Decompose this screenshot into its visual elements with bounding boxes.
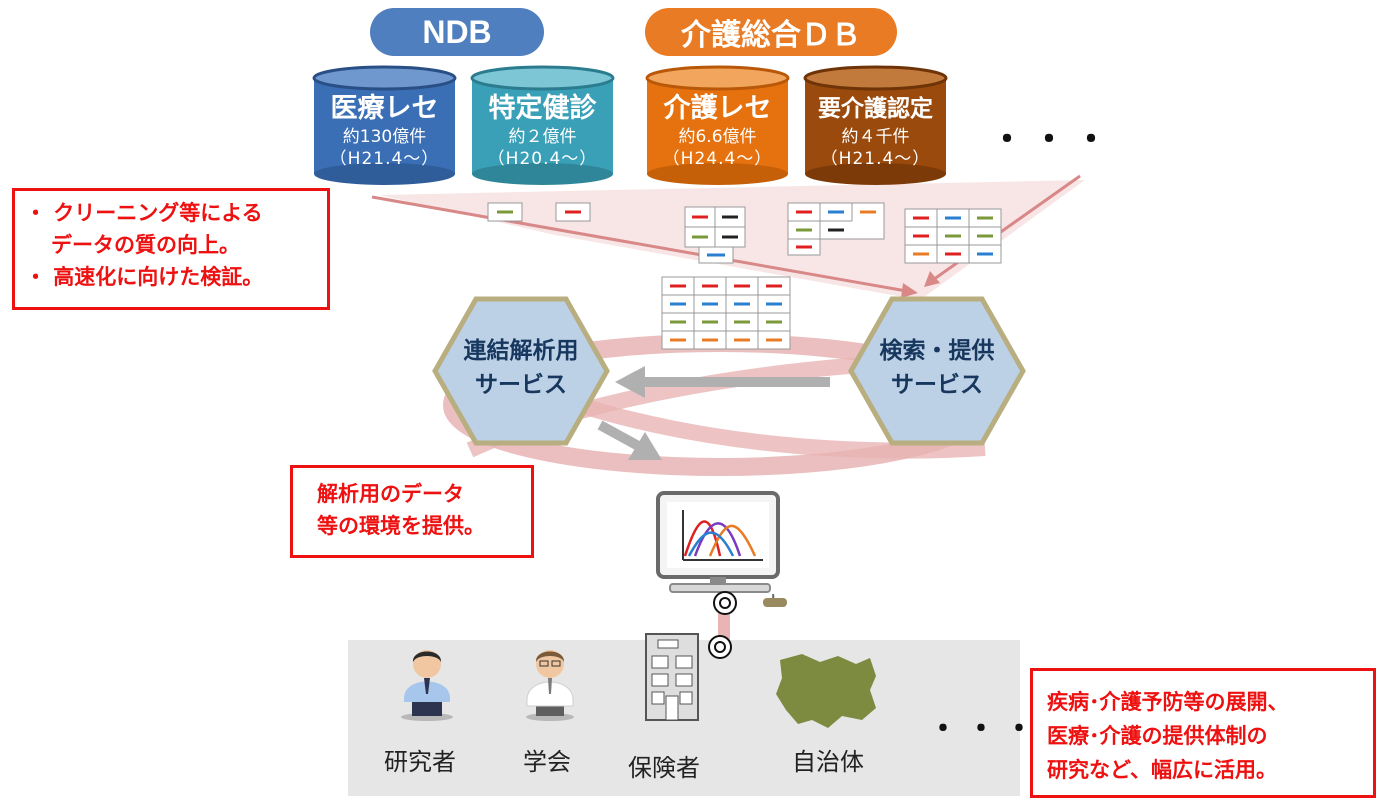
data-records (487, 202, 1002, 350)
map-icon (776, 654, 876, 728)
more-users: ・・・ (928, 712, 1042, 747)
db-name: 特定健診 (488, 93, 597, 124)
integrated-table-icon (661, 276, 791, 350)
note-line: 解析用のデータ (317, 482, 464, 506)
table-icon (787, 202, 885, 256)
note-line: 疾病･介護予防等の展開、 (1047, 690, 1289, 714)
note-line: 研究など、幅広に活用。 (1047, 758, 1277, 782)
usage-note: 疾病･介護予防等の展開、 医療･介護の提供体制の 研究など、幅広に活用。 (1030, 668, 1376, 798)
db-name: 介護レセ (663, 93, 772, 124)
cylinder-icon (645, 65, 790, 185)
note-line: 医療･介護の提供体制の (1047, 724, 1268, 748)
db-period: （H20.4～） (487, 149, 598, 169)
linked-analysis-service: 連結解析用 サービス (432, 296, 610, 446)
connector-icon (708, 635, 732, 659)
care-certification-db: 要介護認定 約４千件 （H21.4～） (803, 64, 948, 186)
hexagon-shape (432, 296, 610, 446)
hexagon-shape (848, 296, 1026, 446)
medical-receipt-db: 医療レセ 約130億件 （H21.4～） (312, 64, 457, 186)
building-icon (645, 633, 699, 721)
db-count: 約6.6億件 (678, 127, 757, 147)
db-count: 約130億件 (342, 127, 427, 147)
researcher-icon (401, 650, 453, 721)
db-period: （H24.4～） (662, 149, 773, 169)
user-label-municipality: 自治体 (792, 748, 864, 776)
db-name: 医療レセ (330, 93, 439, 124)
db-name: 要介護認定 (818, 96, 933, 122)
db-period: （H21.4～） (820, 149, 931, 169)
table-icon (904, 208, 1002, 264)
search-provide-service: 検索・提供 サービス (848, 296, 1026, 446)
environment-note: 解析用のデータ 等の環境を提供。 (290, 465, 534, 558)
note-line: ・ 高速化に向けた検証。 (25, 265, 264, 289)
monitor-icon (656, 491, 787, 615)
doctor-icon (526, 650, 574, 721)
note-line: ・ クリーニング等による (25, 201, 263, 225)
service-label: 連結解析用 (463, 338, 579, 364)
cylinder-icon (470, 65, 615, 185)
table-icon (684, 206, 746, 264)
note-line: データの質の向上。 (51, 233, 240, 257)
cylinder-icon (312, 65, 457, 185)
care-receipt-db: 介護レセ 約6.6億件 （H24.4～） (645, 64, 790, 186)
db-count: 約２億件 (508, 127, 577, 147)
user-label-researcher: 研究者 (384, 748, 456, 776)
user-label-insurer: 保険者 (628, 754, 700, 782)
cylinder-icon (803, 65, 948, 185)
quality-note: ・ クリーニング等による データの質の向上。 ・ 高速化に向けた検証。 (12, 188, 330, 310)
more-databases: ・・・ (990, 120, 1116, 160)
db-count: 約４千件 (841, 127, 910, 147)
service-label: サービス (891, 372, 983, 398)
ndb-header: NDB (370, 8, 544, 56)
db-period: （H21.4～） (329, 149, 440, 169)
service-label: 検索・提供 (879, 338, 995, 364)
note-line: 等の環境を提供。 (317, 514, 485, 538)
service-label: サービス (475, 372, 567, 398)
record-icon (487, 202, 591, 222)
health-checkup-db: 特定健診 約２億件 （H20.4～） (470, 64, 615, 186)
care-db-header: 介護総合ＤＢ (645, 8, 897, 56)
user-label-society: 学会 (523, 748, 571, 776)
